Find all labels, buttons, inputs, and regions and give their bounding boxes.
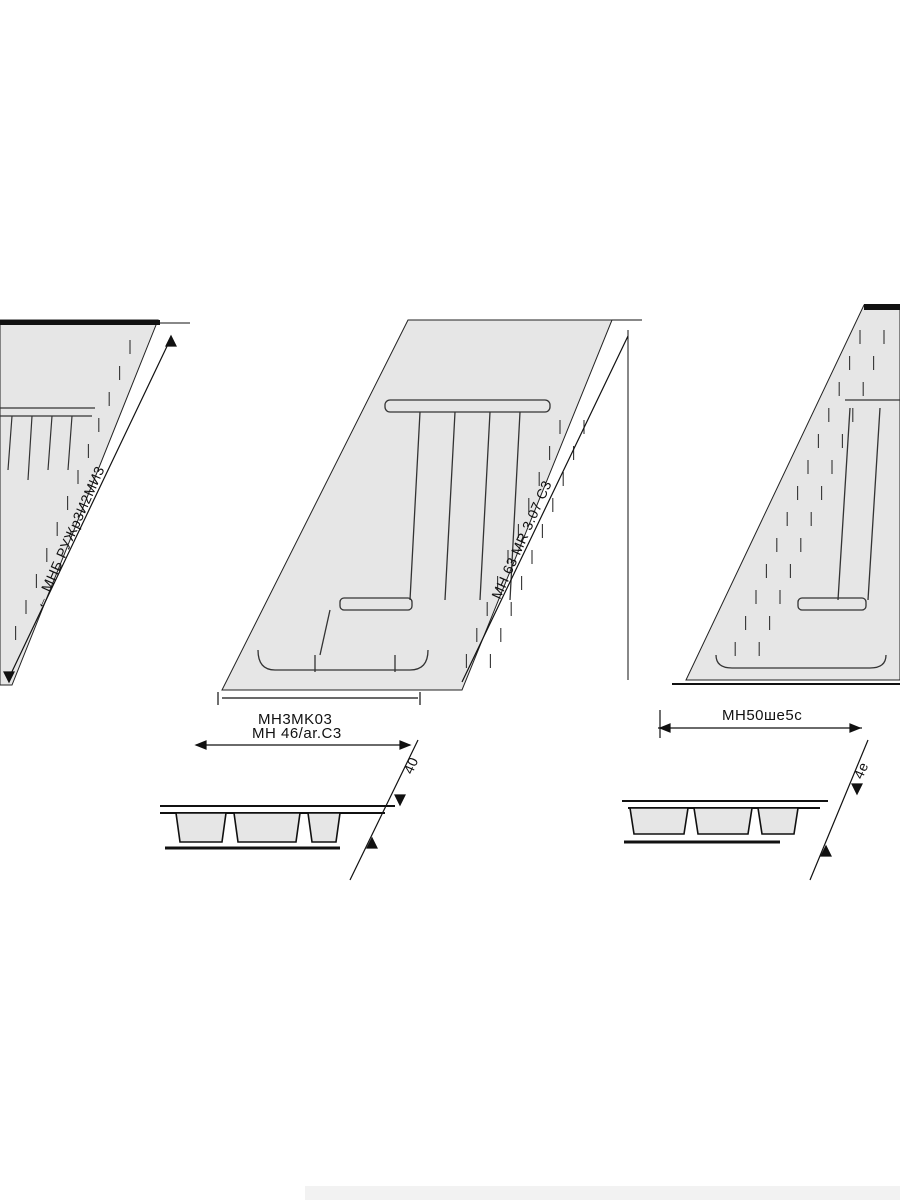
- right-tray-hatching: [734, 330, 885, 656]
- left-tray-plan: ← MHБ РУЖр3И2МИ3: [0, 319, 190, 686]
- right-width-dimension: [658, 710, 862, 738]
- left-side-dimension: [3, 334, 177, 684]
- center-side-dimension: [461, 330, 629, 683]
- right-width-label: MH50шe5с: [722, 707, 802, 724]
- center-width-sublabel: MH 46/ar.C3: [252, 725, 342, 742]
- center-tray-plan: MH 63 MR 3.07 C3 MH3MK03 MH 46/ar.C3: [194, 319, 642, 750]
- center-height-label: 40: [400, 755, 421, 777]
- right-tray-rim: [864, 304, 900, 310]
- center-width-dimension: [194, 692, 421, 750]
- center-tray-hatching: [465, 420, 585, 668]
- center-height-dimension: [349, 739, 419, 881]
- right-tray-profile: 4e: [622, 739, 871, 881]
- center-tray-profile: 40: [160, 739, 421, 881]
- left-tray-rim: [0, 320, 160, 325]
- left-tray-compartments: [0, 407, 95, 481]
- right-height-dimension: [809, 739, 869, 881]
- right-tray-compartments: [715, 399, 900, 669]
- left-tray-hatching: [15, 340, 131, 640]
- bottom-strip: [305, 1186, 900, 1200]
- center-tray-compartments: [257, 399, 551, 672]
- right-tray-body: [685, 304, 900, 681]
- center-tray-body: [221, 319, 613, 691]
- right-height-label: 4e: [850, 760, 871, 782]
- right-tray-plan: MH50шe5с: [658, 304, 900, 738]
- center-width-label: MH3MK03: [258, 711, 332, 728]
